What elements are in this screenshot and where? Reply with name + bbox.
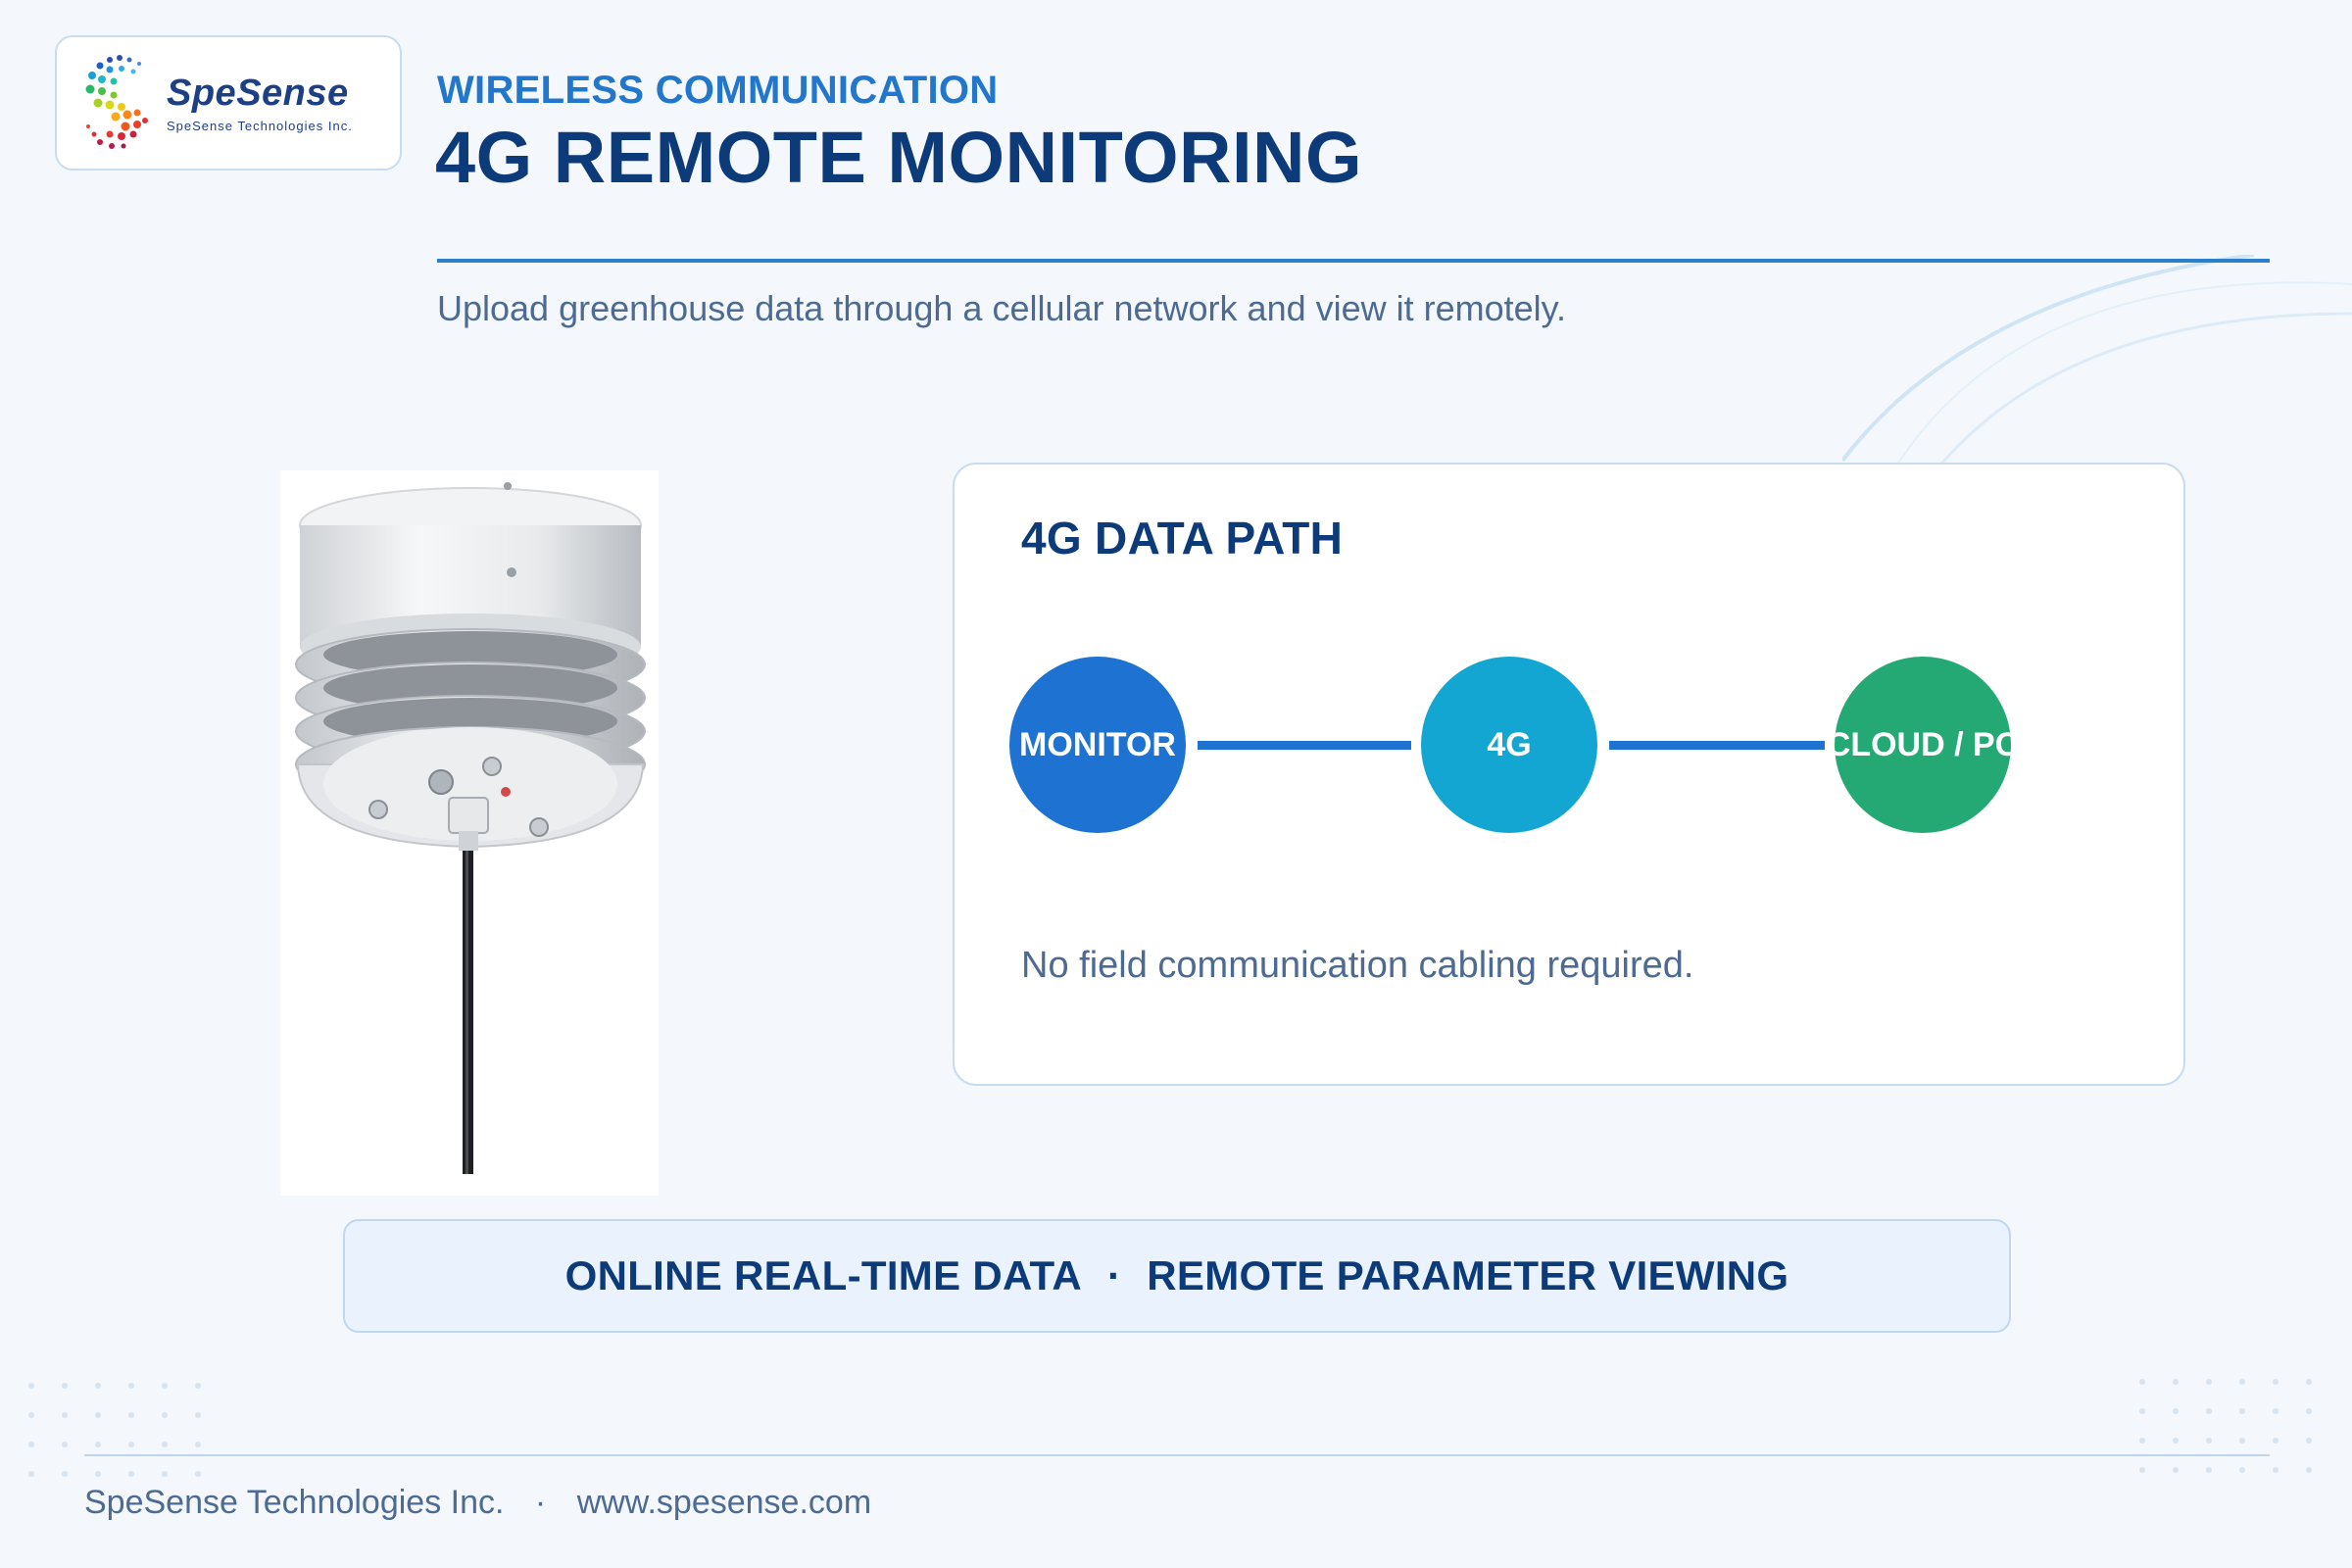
logo-tagline: SpeSense Technologies Inc. — [167, 119, 353, 133]
data-path-title: 4G DATA PATH — [1021, 513, 1344, 564]
footer-company: SpeSense Technologies Inc. — [84, 1484, 505, 1521]
logo-text: SpeSense SpeSense Technologies Inc. — [167, 73, 353, 133]
node-label: CLOUD / PC — [1835, 725, 2011, 763]
feature-banner: ONLINE REAL-TIME DATA · REMOTE PARAMETER… — [343, 1219, 2011, 1333]
page-title: 4G REMOTE MONITORING — [435, 117, 1363, 198]
monitor-node: MONITOR — [1009, 657, 1186, 833]
footer-divider — [84, 1454, 2270, 1456]
banner-feature-left: ONLINE REAL-TIME DATA — [564, 1252, 1082, 1298]
data-path-note: No field communication cabling required. — [1021, 945, 1694, 986]
banner-separator: · — [1106, 1252, 1122, 1298]
logo-card: SpeSense SpeSense Technologies Inc. — [55, 35, 402, 171]
banner-feature-right: REMOTE PARAMETER VIEWING — [1147, 1252, 1789, 1298]
decorative-arcs — [1842, 255, 2352, 490]
footer-website: www.spesense.com — [576, 1484, 872, 1521]
spesense-logo-icon — [85, 55, 148, 149]
path-connector — [1198, 741, 1411, 750]
data-path-card: 4G DATA PATH MONITOR 4G CLOUD / PC No fi… — [953, 463, 2185, 1086]
page-subtitle: Upload greenhouse data through a cellula… — [437, 288, 1566, 328]
footer: SpeSense Technologies Inc. · www.spesens… — [84, 1484, 871, 1522]
cloud-pc-node: CLOUD / PC — [1835, 657, 2011, 833]
node-label: 4G — [1487, 725, 1532, 763]
logo-name: SpeSense — [167, 73, 349, 114]
node-label: MONITOR — [1019, 725, 1176, 763]
decorative-dots-right — [2139, 1379, 2312, 1473]
path-connector — [1609, 741, 1825, 750]
weather-sensor-image — [280, 470, 659, 1196]
decorative-dots-left — [28, 1383, 201, 1477]
footer-separator: · — [534, 1484, 547, 1521]
eyebrow-heading: WIRELESS COMMUNICATION — [437, 69, 999, 112]
network-node: 4G — [1421, 657, 1597, 833]
title-divider — [437, 259, 2270, 263]
